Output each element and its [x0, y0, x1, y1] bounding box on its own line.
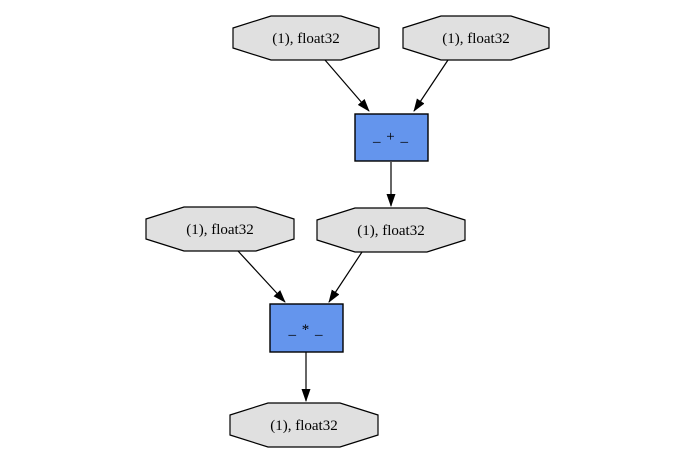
octagon-shape	[402, 15, 550, 61]
edge-midleft-to-multiply	[237, 250, 286, 303]
variable-node-top-left: (1), float32	[232, 15, 380, 61]
variable-node-mid-right: (1), float32	[316, 207, 466, 253]
variable-node-bottom-label: (1), float32	[270, 418, 337, 434]
function-node-add-label: _ + _	[372, 129, 409, 145]
function-node-multiply: _ * _	[269, 303, 344, 353]
function-node-add: _ + _	[354, 113, 429, 162]
variable-node-mid-left: (1), float32	[145, 206, 295, 252]
octagon-shape	[316, 207, 466, 253]
edge-midright-to-multiply	[328, 251, 363, 303]
record-shape	[269, 303, 344, 353]
edge-topright-to-add	[413, 59, 449, 112]
record-shape	[354, 113, 429, 162]
function-node-multiply-label: _ * _	[288, 322, 324, 338]
variable-node-bottom: (1), float32	[229, 402, 379, 448]
variable-node-mid-right-label: (1), float32	[357, 223, 424, 239]
octagon-shape	[145, 206, 295, 252]
octagon-shape	[232, 15, 380, 61]
octagon-shape	[229, 402, 379, 448]
variable-node-top-right: (1), float32	[402, 15, 550, 61]
variable-node-mid-left-label: (1), float32	[186, 222, 253, 238]
edge-topleft-to-add	[324, 59, 370, 112]
variable-node-top-right-label: (1), float32	[442, 31, 509, 47]
variable-node-top-left-label: (1), float32	[272, 31, 339, 47]
